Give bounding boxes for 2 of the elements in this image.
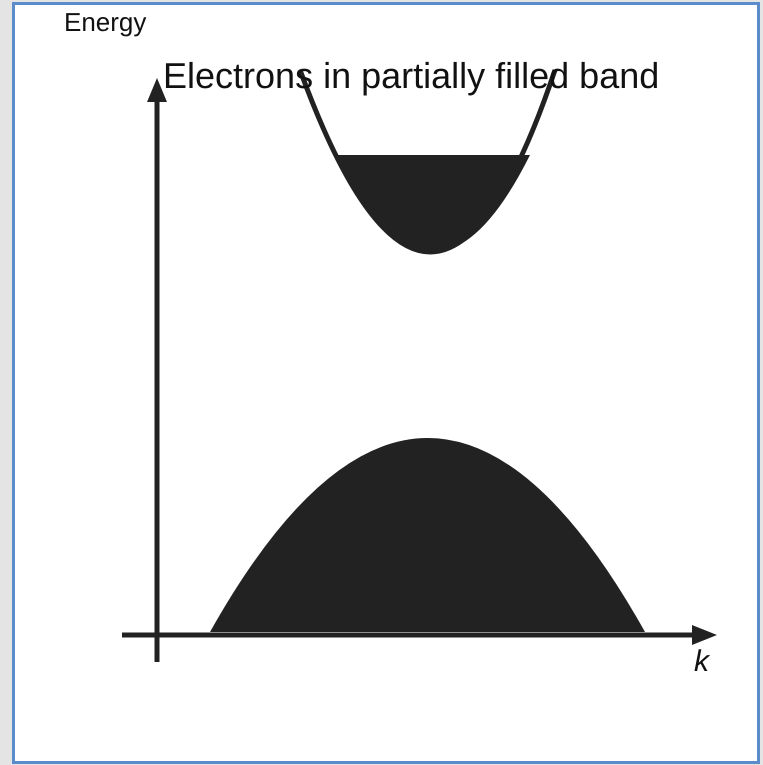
axis-label: k: [694, 645, 709, 678]
axis-label: Energy: [64, 8, 146, 37]
